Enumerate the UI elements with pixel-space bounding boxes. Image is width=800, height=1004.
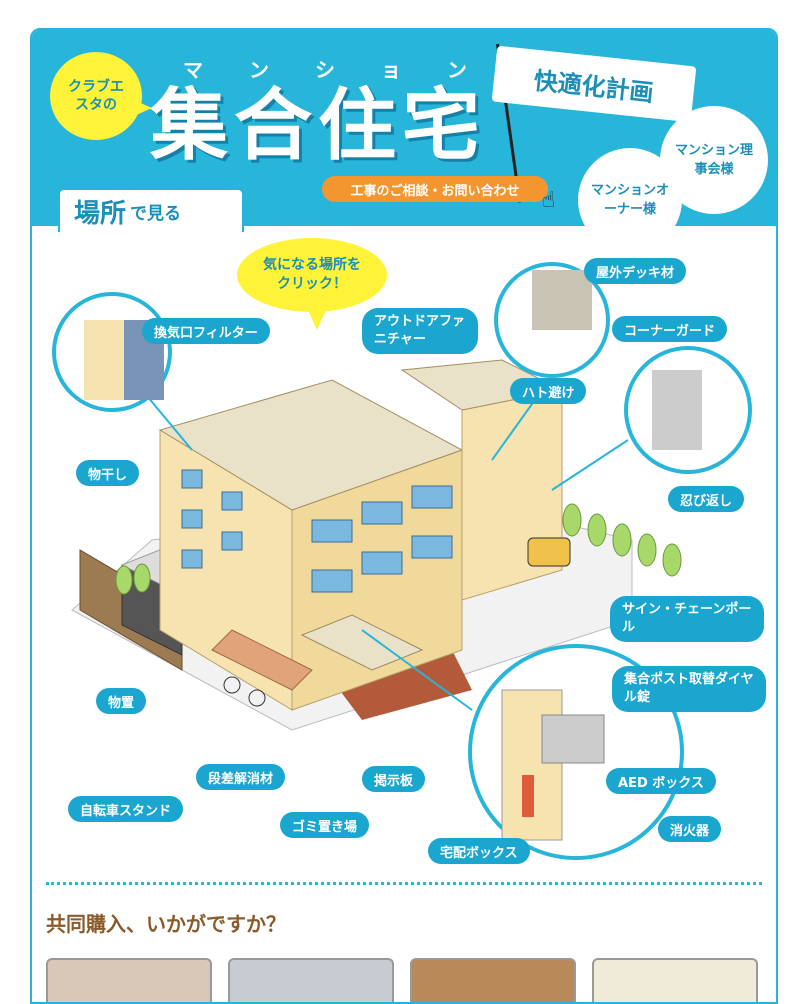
circle-owner[interactable]: マンションオーナー様	[578, 148, 682, 252]
product-thumb-4[interactable]	[592, 958, 758, 1002]
label-sign-pole[interactable]: サイン・チェーンポール	[610, 596, 764, 642]
product-thumb-2[interactable]	[228, 958, 394, 1002]
location-tab: 場所で見る	[58, 188, 244, 232]
label-mailbox[interactable]: 集合ポスト取替ダイヤル錠	[612, 666, 766, 712]
ruby-char: シ	[315, 58, 335, 82]
label-ventilation[interactable]: 換気口フィルター	[142, 318, 270, 344]
label-delivery[interactable]: 宅配ボックス	[428, 838, 530, 864]
label-trash[interactable]: ゴミ置き場	[280, 812, 370, 838]
circle-owner-text: マンションオーナー様	[590, 183, 669, 217]
circle-board-text: マンション理事会様	[674, 143, 753, 177]
click-hint-text: 気になる場所をクリック！	[263, 257, 361, 292]
title-ruby: マ ン シ ョ ン	[160, 54, 490, 83]
tab-sub: で見る	[130, 203, 182, 224]
header-banner: クラブエスタの マ ン シ ョ ン 集合住宅 快適化計画 マンション理事会様 マ…	[32, 30, 776, 252]
product-thumb-1[interactable]	[46, 958, 212, 1002]
page-frame: クラブエスタの マ ン シ ョ ン 集合住宅 快適化計画 マンション理事会様 マ…	[30, 28, 778, 1004]
label-deck[interactable]: 屋外デッキ材	[584, 258, 687, 284]
label-aed[interactable]: AED ボックス	[606, 768, 716, 794]
club-badge: クラブエスタの	[50, 52, 152, 140]
section-divider	[46, 882, 762, 885]
label-spike[interactable]: 忍び返し	[668, 486, 745, 512]
section-title: 共同購入、いかがですか？	[46, 912, 286, 936]
ruby-char: マ	[183, 58, 203, 82]
click-hint-bubble: 気になる場所をクリック！	[237, 238, 387, 330]
club-badge-text: クラブエスタの	[68, 79, 124, 113]
ruby-char: ョ	[381, 58, 401, 82]
building-illustration	[52, 262, 752, 860]
label-board[interactable]: 掲示板	[362, 766, 426, 792]
product-thumb-3[interactable]	[410, 958, 576, 1002]
pointer-icon: ☝	[542, 188, 556, 213]
label-storage[interactable]: 物置	[96, 688, 147, 714]
label-outdoor-furniture[interactable]: アウトドアファニチャー	[362, 308, 478, 354]
tab-main: 場所	[74, 198, 127, 229]
consult-button[interactable]: 工事のご相談・お問い合わせ	[322, 176, 548, 202]
label-bicycle[interactable]: 自転車スタンド	[68, 796, 184, 822]
label-step[interactable]: 段差解消材	[196, 764, 286, 790]
page-title: 集合住宅	[150, 81, 487, 171]
ruby-char: ン	[447, 58, 467, 82]
label-laundry[interactable]: 物干し	[76, 460, 140, 486]
ruby-char: ン	[249, 58, 269, 82]
label-pigeon[interactable]: ハト避け	[510, 378, 587, 404]
label-extinguisher[interactable]: 消火器	[658, 816, 722, 842]
label-corner-guard[interactable]: コーナーガード	[612, 316, 728, 342]
